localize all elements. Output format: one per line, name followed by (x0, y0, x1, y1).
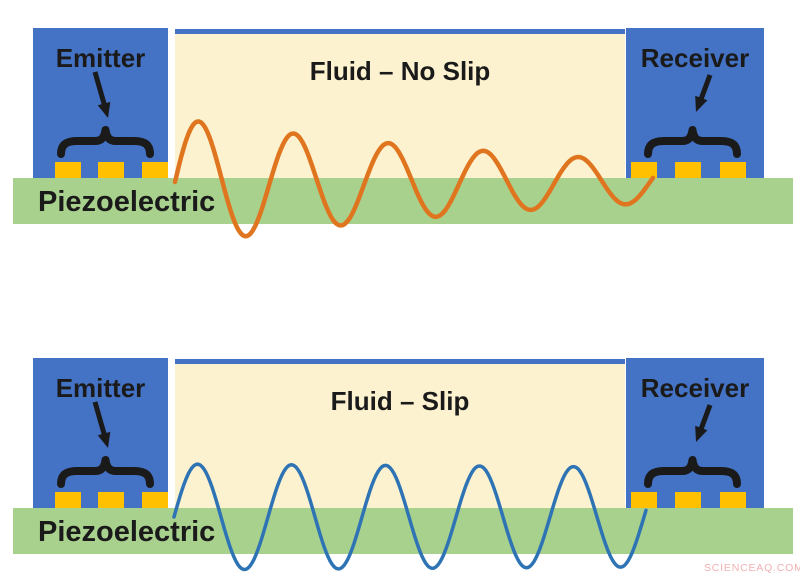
fluid-label: Fluid – No Slip (309, 56, 491, 86)
receiver-electrode (720, 492, 746, 508)
fluid-box (175, 29, 625, 178)
piezoelectric-label: Piezoelectric (38, 516, 216, 548)
panel-no-slip: Emitter Receiver Fluid – No Slip Piezoel… (13, 28, 793, 239)
emitter-electrode (142, 162, 168, 178)
receiver-electrode (631, 492, 657, 508)
fluid-box (175, 359, 625, 508)
receiver-label: Receiver (640, 43, 750, 73)
receiver-electrode (631, 162, 657, 178)
emitter-electrode (55, 162, 81, 178)
emitter-electrode (142, 492, 168, 508)
receiver-electrode (675, 492, 701, 508)
emitter-label: Emitter (55, 43, 146, 73)
emitter-label: Emitter (55, 373, 146, 403)
emitter-electrode (98, 162, 124, 178)
piezoelectric-label: Piezoelectric (38, 186, 216, 218)
fluid-label: Fluid – Slip (330, 386, 470, 416)
watermark: SCIENCEAQ.COM (704, 562, 800, 574)
emitter-electrode (98, 492, 124, 508)
emitter-electrode (55, 492, 81, 508)
receiver-label: Receiver (640, 373, 750, 403)
receiver-electrode (720, 162, 746, 178)
receiver-electrode (675, 162, 701, 178)
panel-slip: Emitter Receiver Fluid – Slip Piezoelect… (0, 330, 800, 583)
